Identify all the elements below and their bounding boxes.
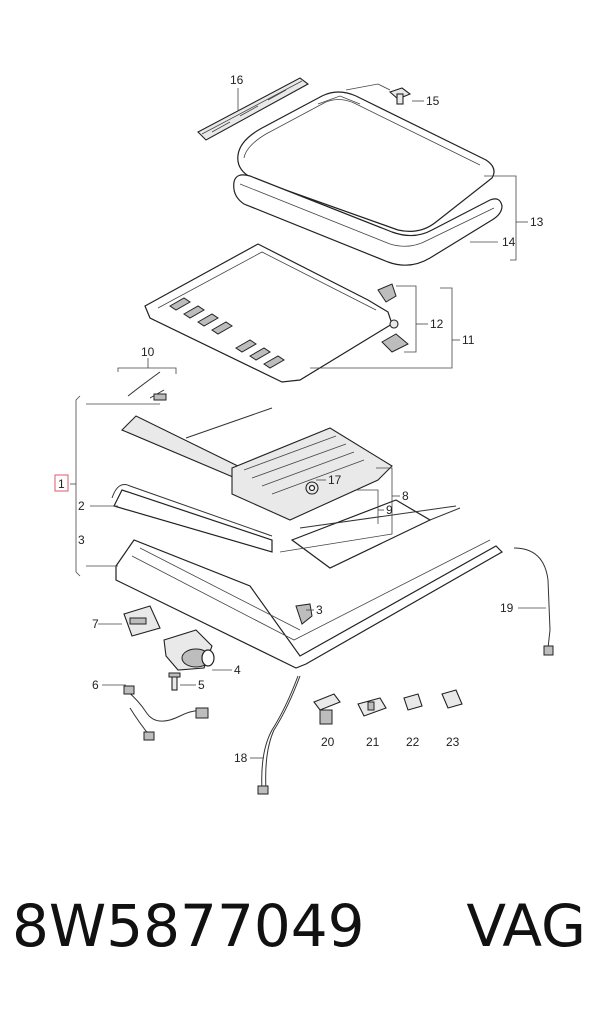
callout-labels: 1 2 3 3 4 5 6 7 8 9 10 11 12 13 14 15 16…	[54, 73, 544, 765]
part-15-bolt	[388, 87, 412, 105]
part-17-nut	[305, 481, 319, 495]
part-19-drain-hose	[513, 547, 554, 656]
callout-17: 17	[328, 473, 342, 487]
part-6-harness	[123, 685, 209, 741]
leader-lines	[70, 83, 546, 759]
callout-18: 18	[234, 751, 248, 765]
callout-9: 9	[386, 503, 393, 517]
callout-23: 23	[446, 735, 460, 749]
callout-5: 5	[198, 678, 205, 692]
part-3-clip	[295, 603, 313, 625]
callout-6: 6	[92, 678, 99, 692]
callout-20: 20	[321, 735, 335, 749]
part-12-clips	[377, 283, 409, 353]
callout-14: 14	[502, 235, 516, 249]
part-10-cables	[127, 371, 167, 401]
callout-19: 19	[500, 601, 514, 615]
sunroof-frame	[115, 427, 503, 669]
callout-11: 11	[462, 333, 475, 347]
callout-13: 13	[530, 215, 544, 229]
callout-8: 8	[402, 489, 409, 503]
callout-1: 1	[58, 477, 65, 491]
part-18-drain-hose	[257, 675, 301, 795]
callout-3: 3	[316, 603, 323, 617]
callout-7: 7	[92, 617, 99, 631]
callout-2: 2	[78, 499, 85, 513]
callout-4: 4	[234, 663, 241, 677]
callout-21: 21	[366, 735, 380, 749]
callout-22: 22	[406, 735, 420, 749]
part-22-bracket	[403, 693, 423, 711]
callout-10: 10	[141, 345, 155, 359]
callout-16: 16	[230, 73, 244, 87]
part-7-control-unit	[123, 605, 161, 637]
brand-name: VAG	[466, 892, 586, 960]
sunshade-panel	[144, 243, 393, 383]
part-20-bracket	[313, 693, 341, 725]
part-14-seal	[233, 174, 503, 266]
part-5-screw	[168, 672, 181, 691]
callout-15: 15	[426, 94, 440, 108]
callout-3: 3	[78, 533, 85, 547]
callout-1-highlight	[54, 474, 69, 492]
part-21-bracket	[357, 697, 387, 717]
part-4-motor	[163, 629, 215, 671]
part-16-deflector	[197, 77, 310, 141]
part-23-bracket	[441, 689, 463, 709]
callout-12: 12	[430, 317, 444, 331]
part-number: 8W5877049	[12, 892, 365, 960]
